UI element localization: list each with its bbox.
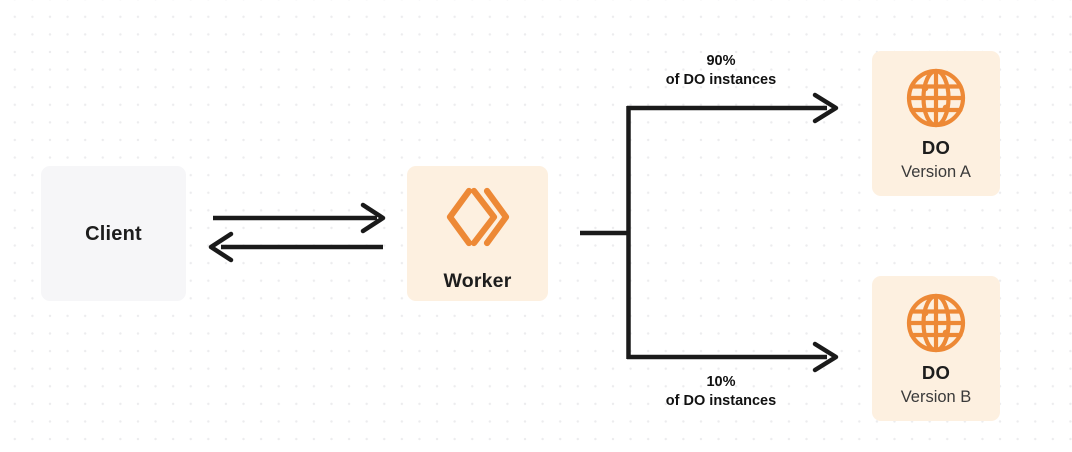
cloudflare-workers-icon xyxy=(445,186,511,248)
node-do-b-label: DO xyxy=(921,362,951,383)
node-do-version-a[interactable]: DO Version A xyxy=(872,51,1000,196)
edge-label-do-b-percent: 10% xyxy=(706,374,736,390)
node-worker[interactable]: Worker xyxy=(407,166,548,301)
node-client[interactable]: Client xyxy=(41,166,186,301)
globe-icon xyxy=(905,292,967,354)
node-do-version-b[interactable]: DO Version B xyxy=(872,276,1000,421)
edge-label-do-a-caption: of DO instances xyxy=(665,72,777,88)
arrow-worker-to-client xyxy=(208,231,383,263)
edge-label-do-b-caption: of DO instances xyxy=(665,393,777,409)
arrow-client-to-worker xyxy=(213,202,386,234)
arrow-worker-to-do-a xyxy=(627,92,839,124)
node-client-label: Client xyxy=(85,222,142,245)
arrow-worker-to-do-b xyxy=(627,341,839,373)
node-do-b-version: Version B xyxy=(900,387,972,406)
edge-label-do-a-percent: 90% xyxy=(706,53,736,69)
node-do-a-version: Version A xyxy=(901,162,971,181)
node-do-a-label: DO xyxy=(921,137,951,158)
edge-label-do-b: 10% of DO instances xyxy=(611,373,831,411)
node-worker-label: Worker xyxy=(443,270,512,292)
globe-icon xyxy=(905,67,967,129)
edge-label-do-a: 90% of DO instances xyxy=(611,52,831,90)
